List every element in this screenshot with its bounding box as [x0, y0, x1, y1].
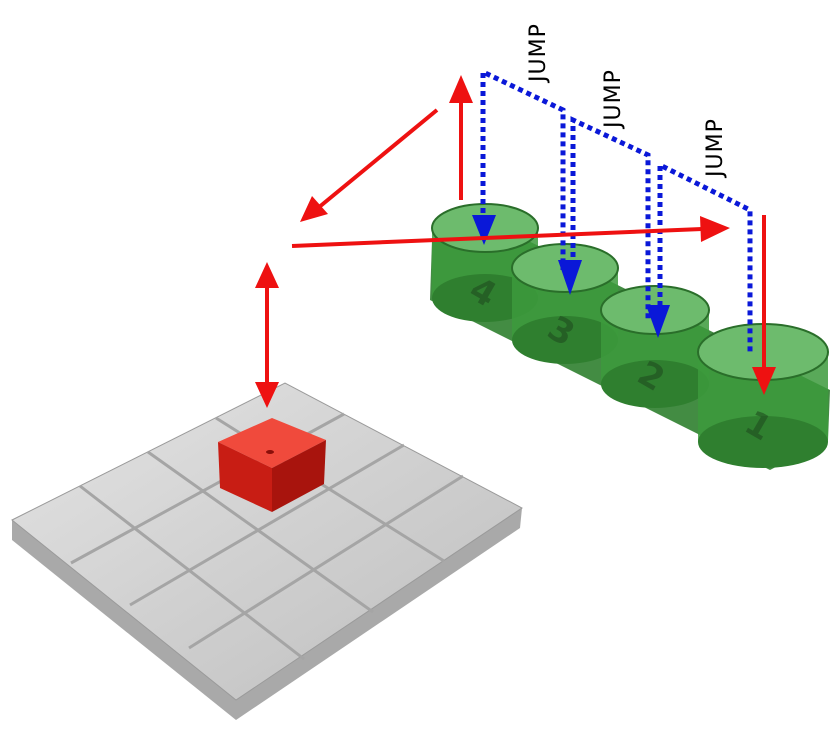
grid-board — [11, 382, 523, 720]
green-cup-tray: 4 3 2 1 — [430, 203, 830, 470]
grid-lines — [70, 412, 464, 661]
jump-paths — [480, 68, 753, 355]
move-arrows — [255, 75, 776, 408]
jump-path-3 — [657, 160, 753, 355]
arrow-horizontal — [291, 227, 703, 248]
jump-label-3: JUMP — [703, 118, 728, 179]
red-piece — [218, 418, 326, 512]
cup-2: 2 — [600, 285, 710, 408]
jump-path-1 — [480, 68, 566, 270]
jump-label-1: JUMP — [526, 23, 551, 84]
arrow-diagonal — [316, 108, 439, 210]
jump-label-2: JUMP — [601, 69, 626, 130]
arrowhead-icon — [558, 260, 582, 295]
arrowhead-icon — [472, 215, 496, 245]
jump-arrowheads — [472, 215, 670, 338]
arrowhead-icon — [646, 305, 670, 338]
